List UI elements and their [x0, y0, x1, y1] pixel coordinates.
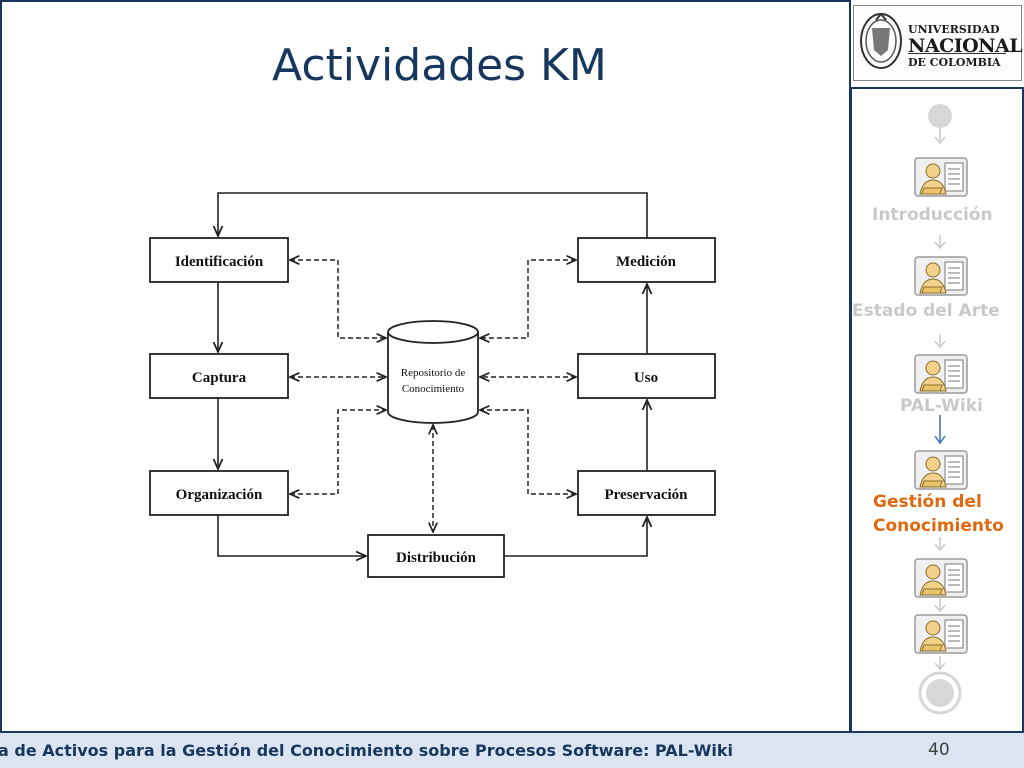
label-repo-line2: Conocimiento — [402, 383, 465, 395]
timeline-start-node — [928, 104, 952, 128]
dashed-medicion-repo — [480, 260, 576, 338]
timeline-node-pal-wiki — [914, 354, 968, 394]
nav-item-gestion-line2[interactable]: Conocimiento — [873, 516, 1004, 536]
dashed-identificacion-repo — [290, 260, 386, 338]
sidebar-nav-timeline — [914, 104, 968, 715]
nav-item-introduccion[interactable]: Introducción — [872, 205, 993, 225]
dashed-preservacion-repo — [480, 410, 576, 494]
timeline-node-introduccion — [914, 157, 968, 197]
box-preservacion — [577, 470, 716, 516]
box-organizacion — [149, 470, 289, 516]
timeline-node-gestion-conocimiento — [914, 450, 968, 490]
label-distribucion: Distribución — [396, 550, 477, 566]
page-number: 40 — [928, 740, 950, 760]
logo-divider — [908, 53, 1006, 54]
footer-bar: a de Activos para la Gestión del Conocim… — [0, 731, 1024, 768]
box-identificacion — [149, 237, 289, 283]
label-repo-line1: Repositorio de — [401, 367, 466, 379]
box-distribucion — [367, 534, 505, 578]
label-preservacion: Preservación — [604, 487, 688, 503]
box-medicion — [577, 237, 716, 283]
timeline-end-node — [918, 671, 962, 715]
nav-item-pal-wiki[interactable]: PAL-Wiki — [900, 396, 983, 416]
label-identificacion: Identificación — [175, 254, 264, 270]
logo-text-universidad: UNIVERSIDAD — [908, 23, 1000, 36]
dashed-organizacion-repo — [290, 410, 386, 494]
label-uso: Uso — [634, 370, 658, 386]
label-captura: Captura — [192, 370, 247, 386]
label-medicion: Medición — [616, 254, 677, 270]
logo-text-nacional: NACIONAL — [908, 35, 1023, 57]
km-activities-diagram: Identificación Captura Organización Dist… — [149, 192, 716, 578]
timeline-node-6 — [914, 614, 968, 654]
sidebar-separator — [849, 0, 852, 732]
repository-cylinder — [387, 320, 479, 424]
nav-item-estado-del-arte[interactable]: Estado del Arte — [852, 301, 1000, 321]
arrow-organizacion-distribucion — [217, 515, 366, 556]
footer-title: a de Activos para la Gestión del Conocim… — [0, 741, 734, 760]
timeline-node-5 — [914, 558, 968, 598]
loop-arrow-medicion-identificacion — [218, 192, 648, 238]
slide-title: Actividades KM — [272, 40, 607, 91]
box-captura — [149, 353, 289, 399]
logo-text-de-colombia: DE COLOMBIA — [908, 56, 1001, 69]
box-uso — [577, 353, 716, 399]
nav-item-gestion-line1[interactable]: Gestión del — [873, 492, 982, 512]
timeline-node-estado-del-arte — [914, 256, 968, 296]
university-seal-icon — [860, 12, 902, 69]
arrow-distribucion-preservacion — [504, 517, 647, 557]
label-organizacion: Organización — [176, 487, 263, 503]
